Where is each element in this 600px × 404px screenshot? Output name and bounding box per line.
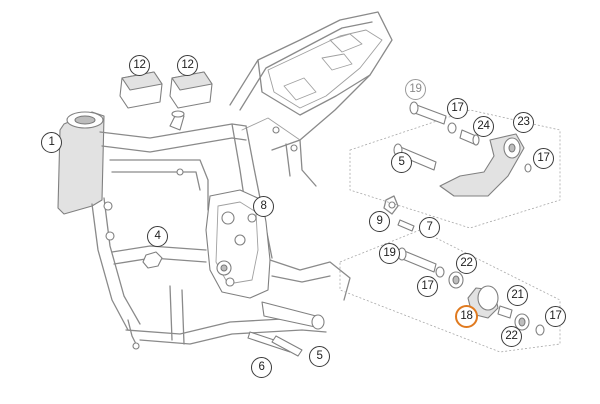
rear-subframe (229, 11, 393, 187)
callout-5-upper[interactable]: 5 (391, 152, 412, 173)
callout-17-right[interactable]: 17 (545, 306, 566, 327)
main-frame (57, 110, 351, 350)
callout-12-right[interactable]: 12 (177, 55, 198, 76)
frame-small-parts (142, 213, 303, 357)
callout-22-lower[interactable]: 22 (501, 326, 522, 347)
callout-9[interactable]: 9 (369, 211, 390, 232)
callout-4[interactable]: 4 (147, 226, 168, 247)
tank-pads (119, 71, 213, 109)
callout-23[interactable]: 23 (513, 112, 534, 133)
callout-5-lower[interactable]: 5 (309, 346, 330, 367)
callout-17-lower[interactable]: 17 (417, 276, 438, 297)
callout-22-upper[interactable]: 22 (456, 253, 477, 274)
callout-17-upper[interactable]: 17 (447, 98, 468, 119)
callout-6[interactable]: 6 (251, 357, 272, 378)
callout-24[interactable]: 24 (473, 116, 494, 137)
sidestand-assembly (349, 101, 561, 232)
callout-1[interactable]: 1 (41, 132, 62, 153)
callout-7[interactable]: 7 (419, 217, 440, 238)
callout-19-top[interactable]: 19 (405, 79, 426, 100)
callout-19-lower[interactable]: 19 (379, 243, 400, 264)
callout-21[interactable]: 21 (507, 285, 528, 306)
callout-8[interactable]: 8 (253, 196, 274, 217)
callout-17-stand[interactable]: 17 (533, 148, 554, 169)
callout-18-highlighted[interactable]: 18 (455, 305, 478, 328)
callout-12-left[interactable]: 12 (129, 55, 150, 76)
